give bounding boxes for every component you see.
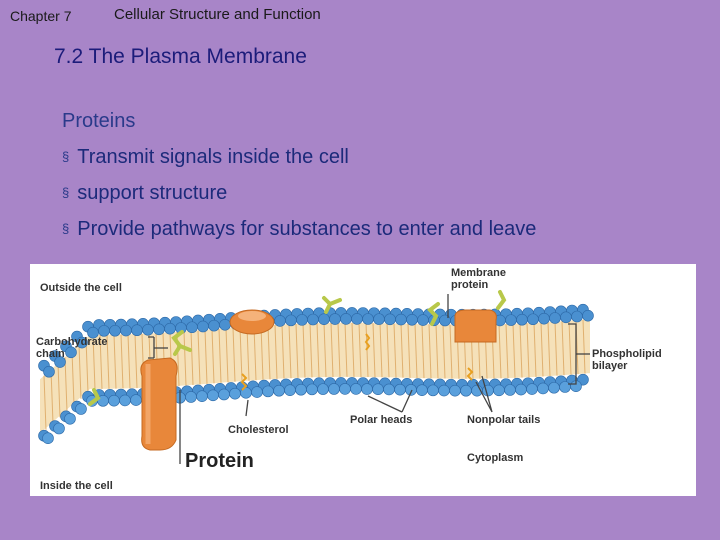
label-nonpolar-tails: Nonpolar tails bbox=[467, 414, 541, 426]
membrane-illustration bbox=[38, 290, 594, 464]
label-cholesterol: Cholesterol bbox=[228, 424, 289, 436]
label-carbohydrate-chain: Carbohydrate chain bbox=[36, 336, 108, 360]
label-inside-cell: Inside the cell bbox=[40, 480, 113, 492]
label-carbohydrate-line2: chain bbox=[36, 348, 65, 360]
label-carbohydrate-line1: Carbohydrate bbox=[36, 336, 108, 348]
label-polar-heads: Polar heads bbox=[350, 414, 413, 426]
subject-label: Cellular Structure and Function bbox=[114, 6, 321, 23]
bullet-text: Provide pathways for substances to enter… bbox=[77, 218, 537, 240]
membrane-protein-top-left bbox=[229, 309, 275, 335]
chapter-label: Chapter 7 bbox=[10, 8, 72, 24]
slide-content: Proteins § Transmit signals inside the c… bbox=[62, 103, 536, 247]
membrane-protein-right bbox=[454, 309, 497, 343]
bullet-square-icon: § bbox=[62, 221, 70, 236]
label-membrane-protein-line1: Membrane bbox=[451, 267, 507, 279]
label-phospholipid-bilayer: Phospholipid bilayer bbox=[592, 348, 662, 372]
bullet-item: § support structure bbox=[62, 175, 536, 211]
label-cytoplasm: Cytoplasm bbox=[467, 452, 524, 464]
bullet-square-icon: § bbox=[62, 185, 70, 200]
label-membrane-protein-line2: protein bbox=[451, 279, 489, 291]
label-phospholipid-line2: bilayer bbox=[592, 360, 628, 372]
bullet-text: Transmit signals inside the cell bbox=[77, 146, 349, 168]
bullet-square-icon: § bbox=[62, 149, 70, 164]
carbohydrate-chains bbox=[88, 290, 507, 406]
label-phospholipid-line1: Phospholipid bbox=[592, 348, 662, 360]
bullet-text: support structure bbox=[77, 182, 228, 204]
content-heading: Proteins bbox=[62, 110, 136, 132]
bullet-item: § Provide pathways for substances to ent… bbox=[62, 211, 536, 247]
slide-title: 7.2 The Plasma Membrane bbox=[54, 45, 307, 68]
label-protein: Protein bbox=[185, 450, 254, 472]
bullet-item: § Transmit signals inside the cell bbox=[62, 139, 536, 175]
pointer-lines bbox=[148, 294, 590, 464]
membrane-diagram: Outside the cell Membrane protein Carboh… bbox=[30, 264, 696, 496]
label-outside-cell: Outside the cell bbox=[40, 282, 122, 294]
cholesterol-molecules bbox=[240, 333, 474, 391]
membrane-protein-left bbox=[140, 357, 178, 451]
label-membrane-protein: Membrane protein bbox=[451, 267, 506, 291]
